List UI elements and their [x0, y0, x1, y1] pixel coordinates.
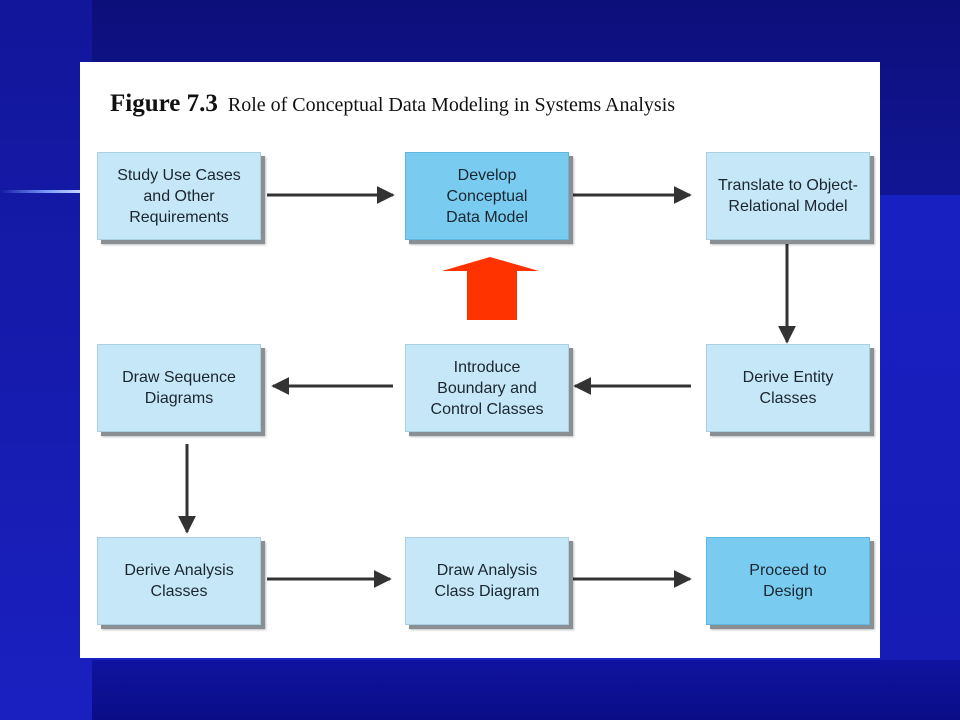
figure-caption: Role of Conceptual Data Modeling in Syst…	[227, 94, 676, 116]
figure-label: Figure 7.3	[110, 90, 218, 117]
step-label: Translate to Object-Relational Model	[718, 177, 858, 215]
flow-arrows	[178, 186, 796, 588]
figure-title: Figure 7.3 Role of Conceptual Data Modeli…	[110, 90, 675, 118]
figure-panel: Figure 7.3 Role of Conceptual Data Modeli…	[80, 62, 880, 658]
red-up-arrow	[442, 257, 539, 320]
background-band-bottom	[92, 660, 960, 720]
step-translate-object-relational: Translate to Object-Relational Model	[706, 152, 870, 240]
accent-line	[0, 190, 82, 193]
background-band-left	[0, 0, 92, 720]
background-band-right	[880, 195, 960, 660]
